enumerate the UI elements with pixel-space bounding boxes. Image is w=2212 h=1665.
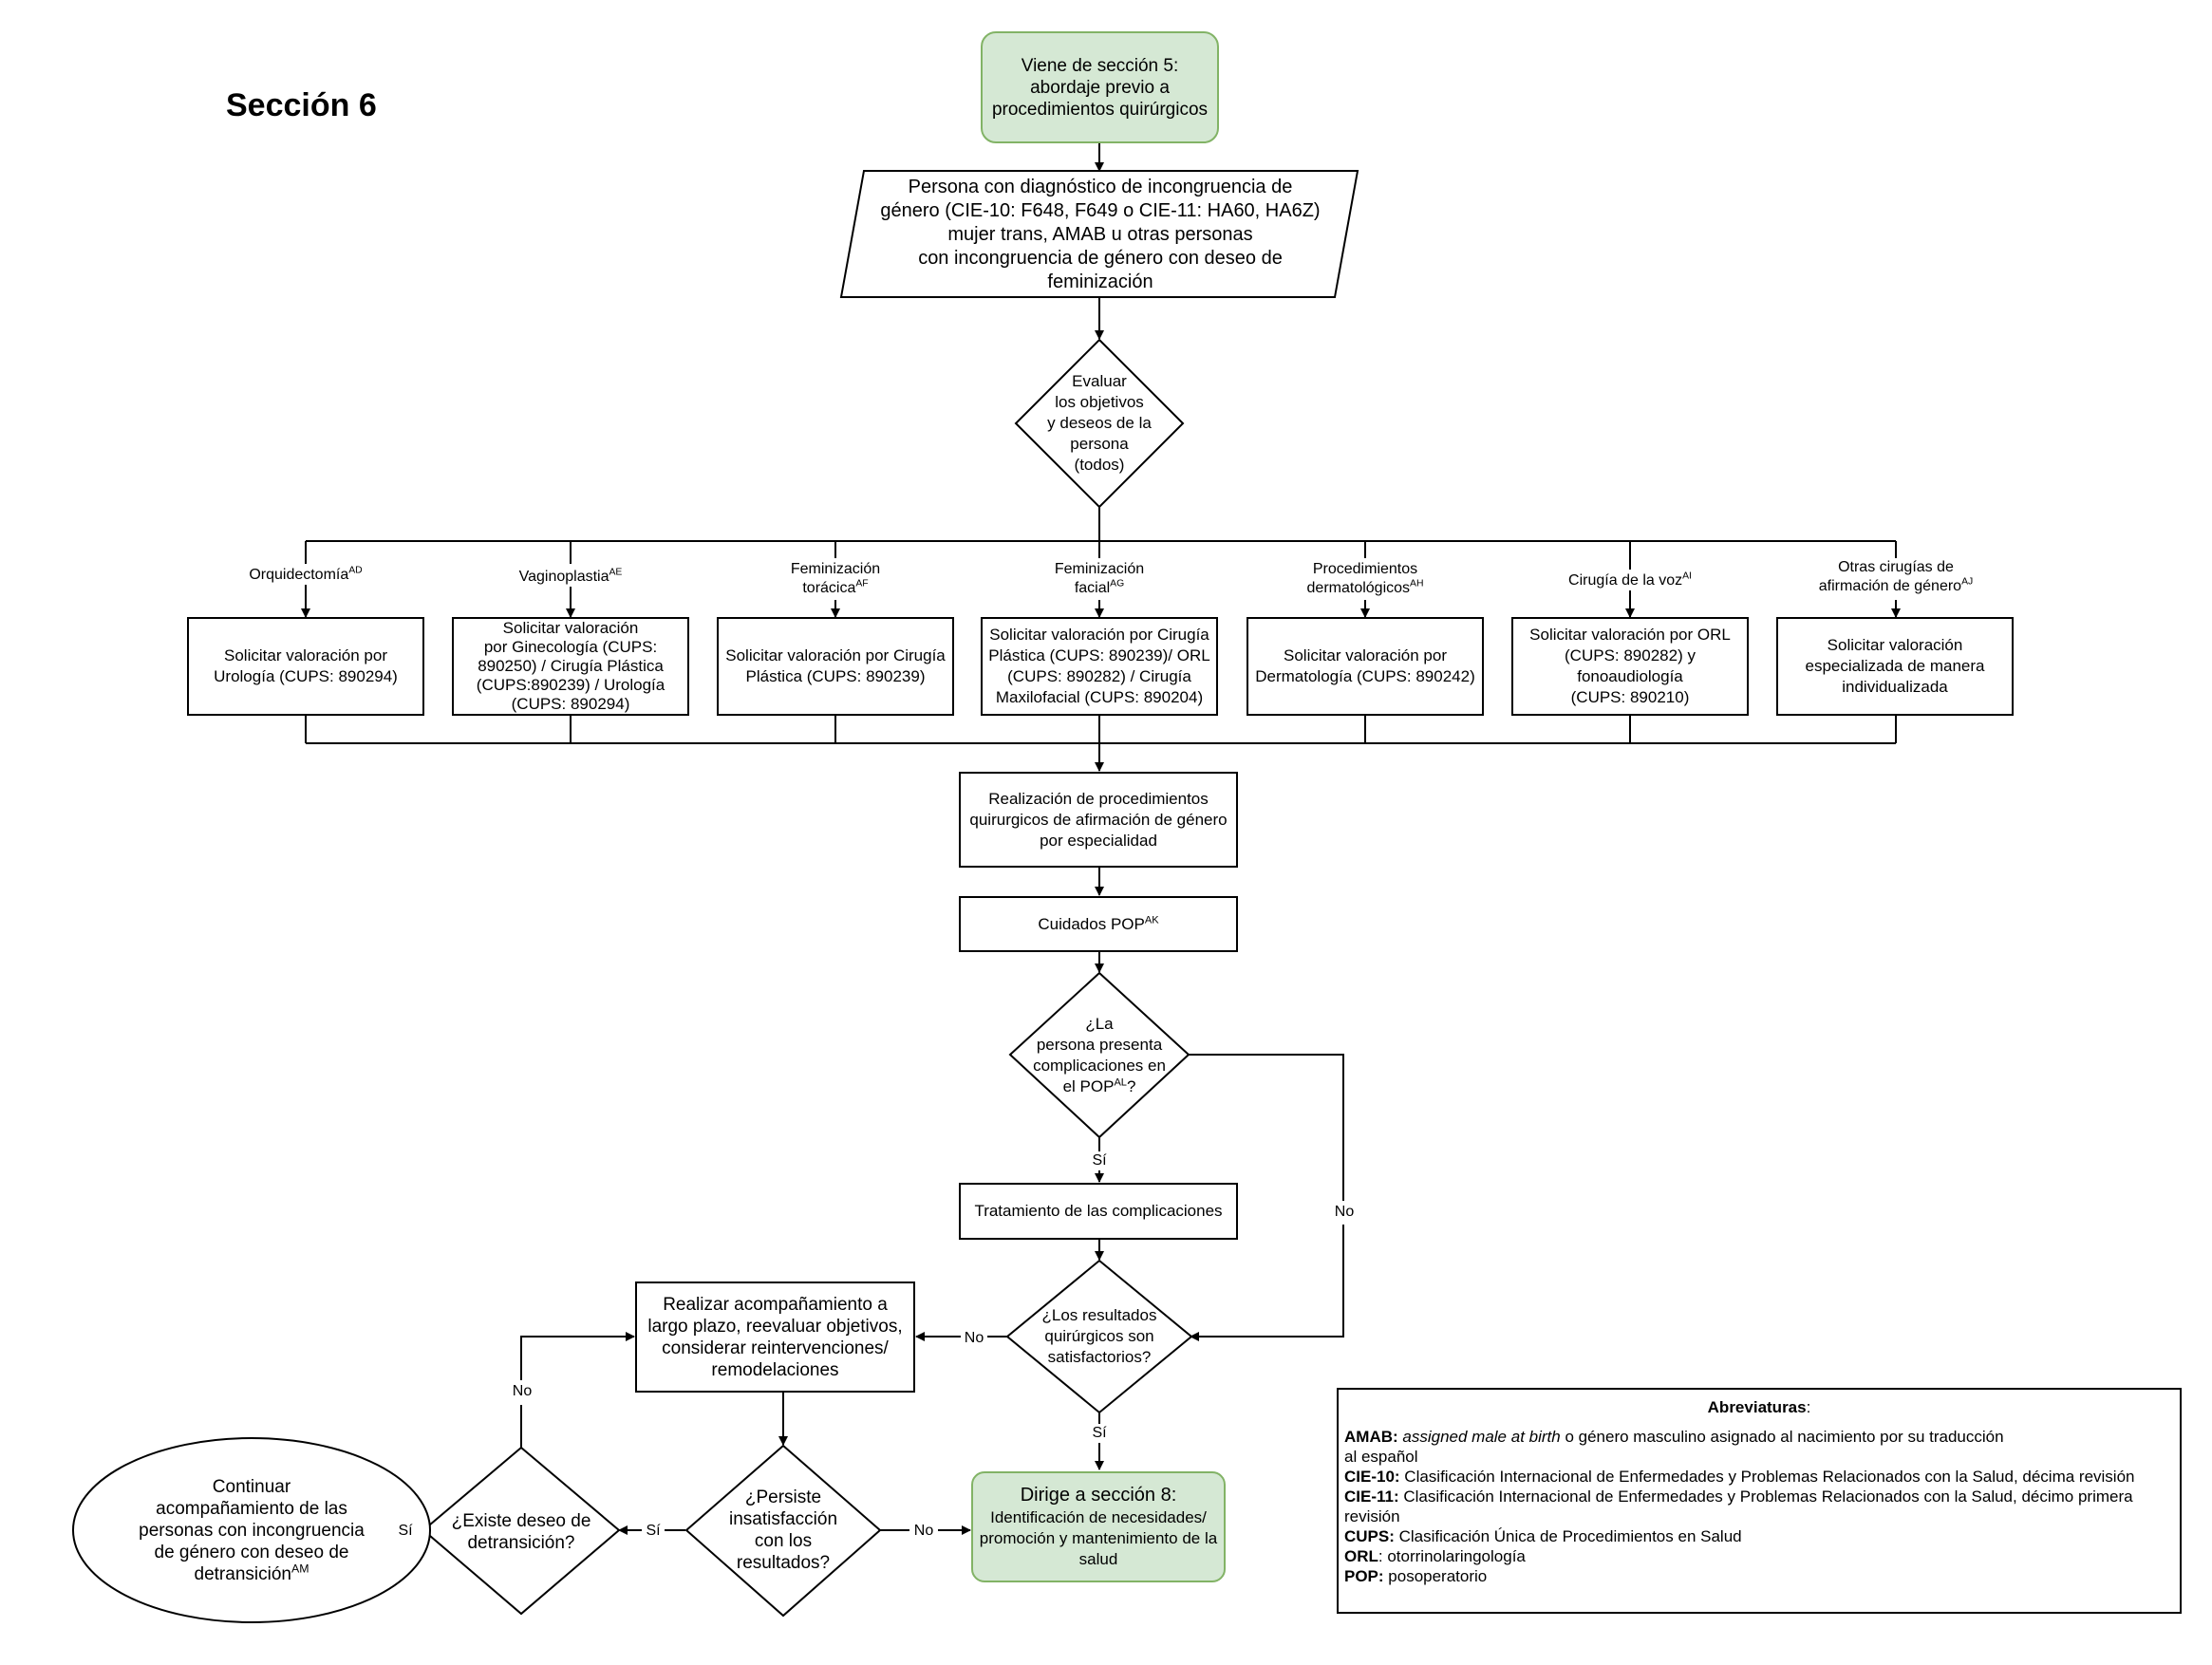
continuar-ellipse — [72, 1437, 431, 1623]
abbreviation-cie11: CIE-11: Clasificación Internacional de E… — [1344, 1487, 2133, 1525]
evaluar-diamond — [1014, 338, 1185, 509]
persona-line2: género (CIE-10: F648, F649 o CIE-11: HA6… — [880, 199, 1321, 221]
start-line2: abordaje previo a — [1030, 77, 1170, 98]
detransicion-diamond — [422, 1446, 621, 1616]
persiste-question: ¿Persiste insatisfacción con los resulta… — [728, 1487, 838, 1573]
edge-label-si-detransicion: Sí — [395, 1522, 416, 1541]
edge-label-si-complicaciones: Sí — [1088, 1151, 1111, 1170]
evaluar-line2: los objetivos — [1055, 393, 1144, 411]
persona-line3: mujer trans, AMAB u otras personas — [947, 223, 1253, 245]
branch-label-orquidectomia: OrquidectomíaAD — [220, 566, 391, 585]
continuar-node: Continuar acompañamiento de las personas… — [139, 1477, 365, 1584]
edge-label-no-persiste: No — [909, 1522, 938, 1541]
abbreviation-orl: ORL: otorrinolaringología — [1344, 1547, 1526, 1565]
edge-label-no-resultados: No — [961, 1329, 987, 1348]
cuidados-node: Cuidados POPAK — [959, 896, 1238, 952]
dirige-node: Dirige a sección 8: Identificación de ne… — [971, 1471, 1226, 1582]
tratamiento-node: Tratamiento de las complicaciones — [959, 1183, 1238, 1240]
start-node: Viene de sección 5: abordaje previo a pr… — [981, 31, 1219, 143]
evaluar-line5: (todos) — [1074, 456, 1125, 474]
section-title: Sección 6 — [226, 87, 377, 123]
branch-label-otras-cirugias: Otras cirugías de afirmación de géneroAJ — [1796, 558, 1996, 596]
persona-line4: con incongruencia de género con deseo de — [918, 247, 1283, 269]
abbreviations-box: Abreviaturas: AMAB: assigned male at bir… — [1337, 1388, 2182, 1614]
edge-label-si-persiste: Sí — [642, 1522, 665, 1541]
branch-label-vaginoplastia: VaginoplastiaAE — [485, 568, 656, 587]
edge-label-no-detransicion: No — [510, 1382, 534, 1401]
abbreviation-pop: POP: posoperatorio — [1344, 1567, 1488, 1585]
persona-line5: feminización — [1047, 271, 1153, 292]
evaluar-line4: persona — [1070, 435, 1129, 453]
branch-label-feminizacion-facial: Feminización facialAG — [1014, 560, 1185, 598]
abbreviations-title: Abreviaturas: — [1707, 1398, 1811, 1416]
persiste-diamond — [684, 1444, 882, 1618]
acompanamiento-node: Realizar acompañamiento a largo plazo, r… — [635, 1281, 915, 1393]
complicaciones-question: ¿La persona presenta complicaciones en e… — [1033, 1015, 1166, 1095]
evaluar-line3: y deseos de la — [1047, 414, 1152, 432]
persona-line1: Persona con diagnóstico de incongruencia… — [908, 176, 1293, 197]
detransicion-question: ¿Existe deseo de detransición? — [451, 1511, 591, 1553]
complicaciones-diamond — [1008, 971, 1190, 1139]
persona-node: Persona con diagnóstico de incongruencia… — [854, 173, 1346, 296]
persona-parallelogram — [839, 170, 1359, 298]
edge-label-no-complicaciones: No — [1331, 1203, 1358, 1222]
resultados-question: ¿Los resultados quirúrgicos son satisfac… — [1041, 1306, 1157, 1366]
abbreviation-amab: AMAB: assigned male at birth o género ma… — [1344, 1428, 2004, 1466]
start-line3: procedimientos quirúrgicos — [991, 99, 1209, 120]
box-orl-voz: Solicitar valoración por ORL(CUPS: 89028… — [1511, 617, 1749, 716]
branch-label-feminizacion-toracica: Feminización torácicaAF — [750, 560, 921, 598]
evaluar-node: Evaluar los objetivos y deseos de la per… — [1035, 370, 1164, 477]
branch-label-procedimientos-dermatologicos: Procedimientos dermatológicosAH — [1280, 560, 1451, 598]
start-line1: Viene de sección 5: — [1021, 55, 1179, 76]
resultados-diamond — [1005, 1259, 1193, 1414]
abbreviation-cie10: CIE-10: Clasificación Internacional de E… — [1344, 1468, 2135, 1486]
evaluar-line1: Evaluar — [1072, 372, 1127, 390]
abbreviation-cups: CUPS: Clasificación Única de Procedimien… — [1344, 1527, 1742, 1545]
branch-label-cirugia-voz: Cirugía de la vozAI — [1545, 571, 1715, 590]
edge-label-si-resultados: Sí — [1088, 1424, 1111, 1443]
